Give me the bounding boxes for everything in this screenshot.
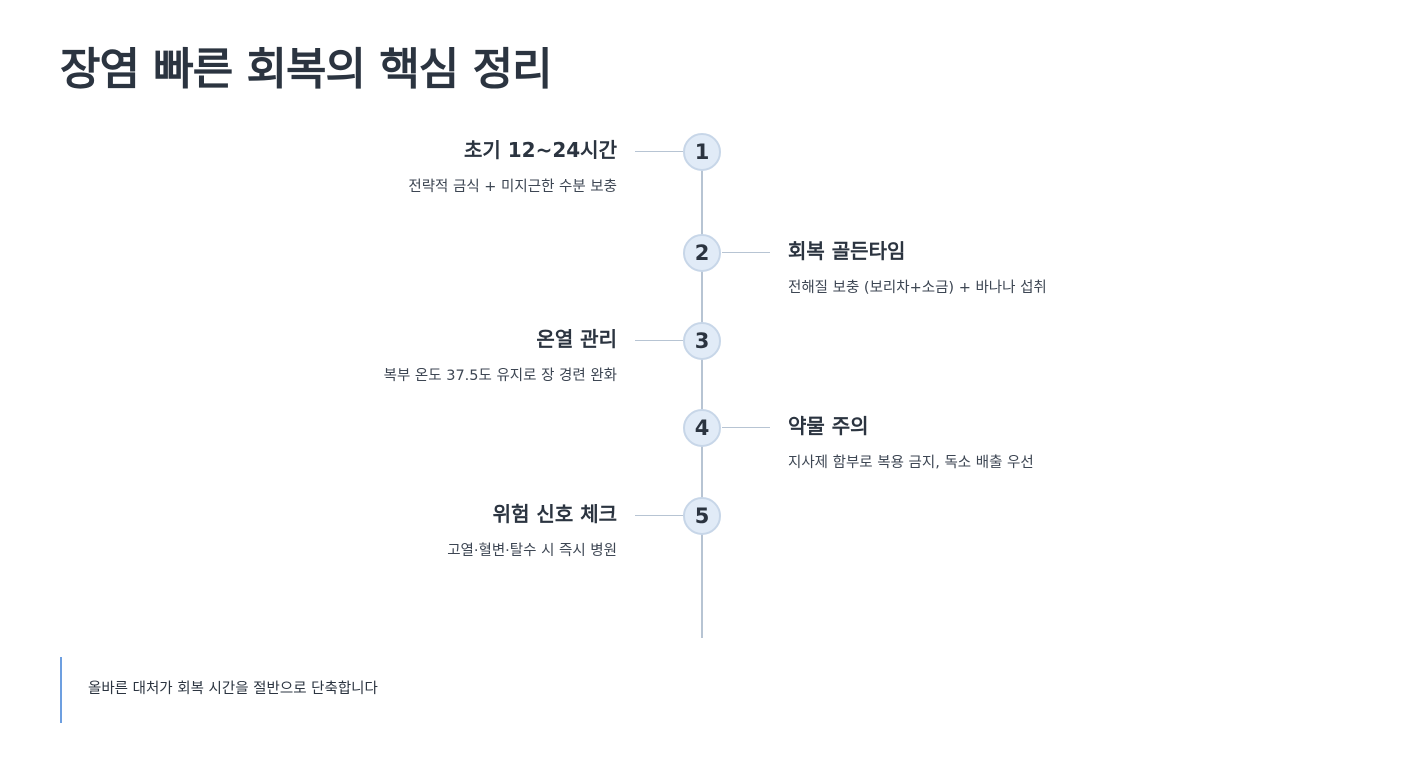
step-connector: [635, 340, 683, 341]
step-title: 초기 12~24시간: [464, 138, 617, 162]
step-title: 약물 주의: [788, 414, 869, 438]
step-title: 회복 골든타임: [788, 239, 906, 263]
step-connector: [722, 252, 770, 253]
step-connector: [722, 427, 770, 428]
step-description: 지사제 함부로 복용 금지, 독소 배출 우선: [788, 455, 1034, 471]
step-number-badge: 3: [683, 322, 721, 360]
timeline-spine: [701, 152, 703, 638]
summary-callout-text: 올바른 대처가 회복 시간을 절반으로 단축합니다: [88, 681, 378, 697]
step-number-badge: 2: [683, 234, 721, 272]
summary-callout: 올바른 대처가 회복 시간을 절반으로 단축합니다: [60, 657, 662, 723]
step-number-badge: 4: [683, 409, 721, 447]
step-description: 복부 온도 37.5도 유지로 장 경련 완화: [383, 368, 617, 384]
step-connector: [635, 151, 683, 152]
step-title: 온열 관리: [536, 327, 617, 351]
step-number-badge: 5: [683, 497, 721, 535]
step-description: 고열·혈변·탈수 시 즉시 병원: [447, 543, 617, 559]
step-title: 위험 신호 체크: [492, 502, 617, 526]
step-connector: [635, 515, 683, 516]
step-description: 전해질 보충 (보리차+소금) + 바나나 섭취: [788, 280, 1047, 296]
step-description: 전략적 금식 + 미지근한 수분 보충: [408, 179, 617, 195]
step-number-badge: 1: [683, 133, 721, 171]
page-title: 장염 빠른 회복의 핵심 정리: [60, 44, 553, 95]
